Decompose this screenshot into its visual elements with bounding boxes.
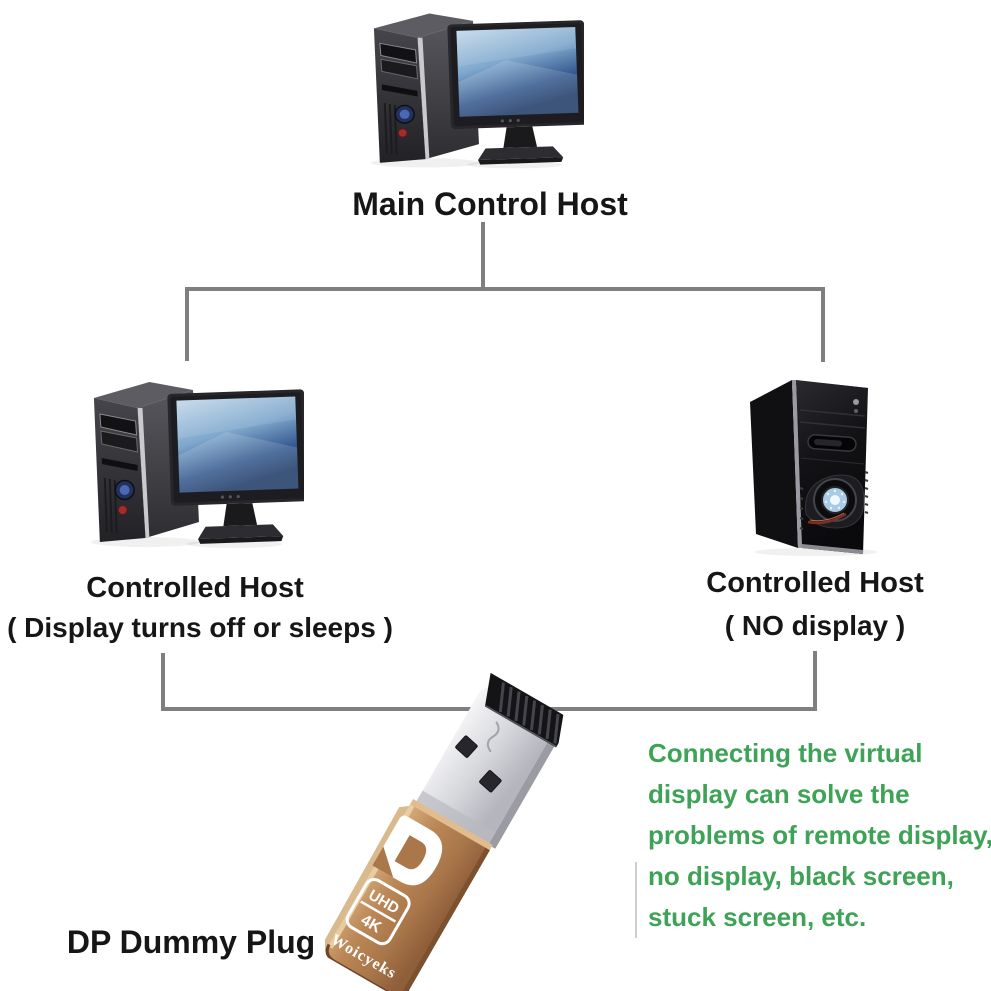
connector-bottom-left-vertical-line xyxy=(161,653,165,709)
controlled-host-left-label: Controlled Host xyxy=(86,572,304,604)
note-line: no display, black screen, xyxy=(648,861,954,891)
plug-latch-hole xyxy=(455,735,478,758)
controlled-host-left-computer-image xyxy=(89,381,304,549)
plug-latch-hole xyxy=(479,770,502,793)
virtual-display-note: Connecting the virtual display can solve… xyxy=(648,733,991,938)
main-host-computer-image xyxy=(369,12,584,170)
displayport-logo-icon xyxy=(372,815,443,886)
dp-dummy-plug-image: UHD 4K Woicyeks xyxy=(311,662,573,991)
note-line: Connecting the virtual xyxy=(648,738,923,768)
controlled-host-right-sublabel: ( NO display ) xyxy=(724,610,906,641)
note-line: stuck screen, etc. xyxy=(648,902,867,932)
connector-top-left-vertical-line xyxy=(185,289,189,361)
photo-background-edge xyxy=(635,862,637,938)
connector-stem-line xyxy=(481,222,485,289)
connector-top-horizontal-line xyxy=(185,287,825,291)
controlled-host-right-tower-image xyxy=(748,378,880,556)
note-line: display can solve the xyxy=(648,779,910,809)
dp-dummy-plug-label: DP Dummy Plug xyxy=(66,924,316,960)
main-host-label: Main Control Host xyxy=(352,186,628,222)
connector-top-right-vertical-line xyxy=(821,289,825,362)
note-line: problems of remote display, xyxy=(648,820,991,850)
connector-bottom-right-vertical-line xyxy=(813,651,817,709)
controlled-host-left-sublabel: ( Display turns off or sleeps ) xyxy=(7,612,393,643)
controlled-host-right-label: Controlled Host xyxy=(706,567,924,599)
